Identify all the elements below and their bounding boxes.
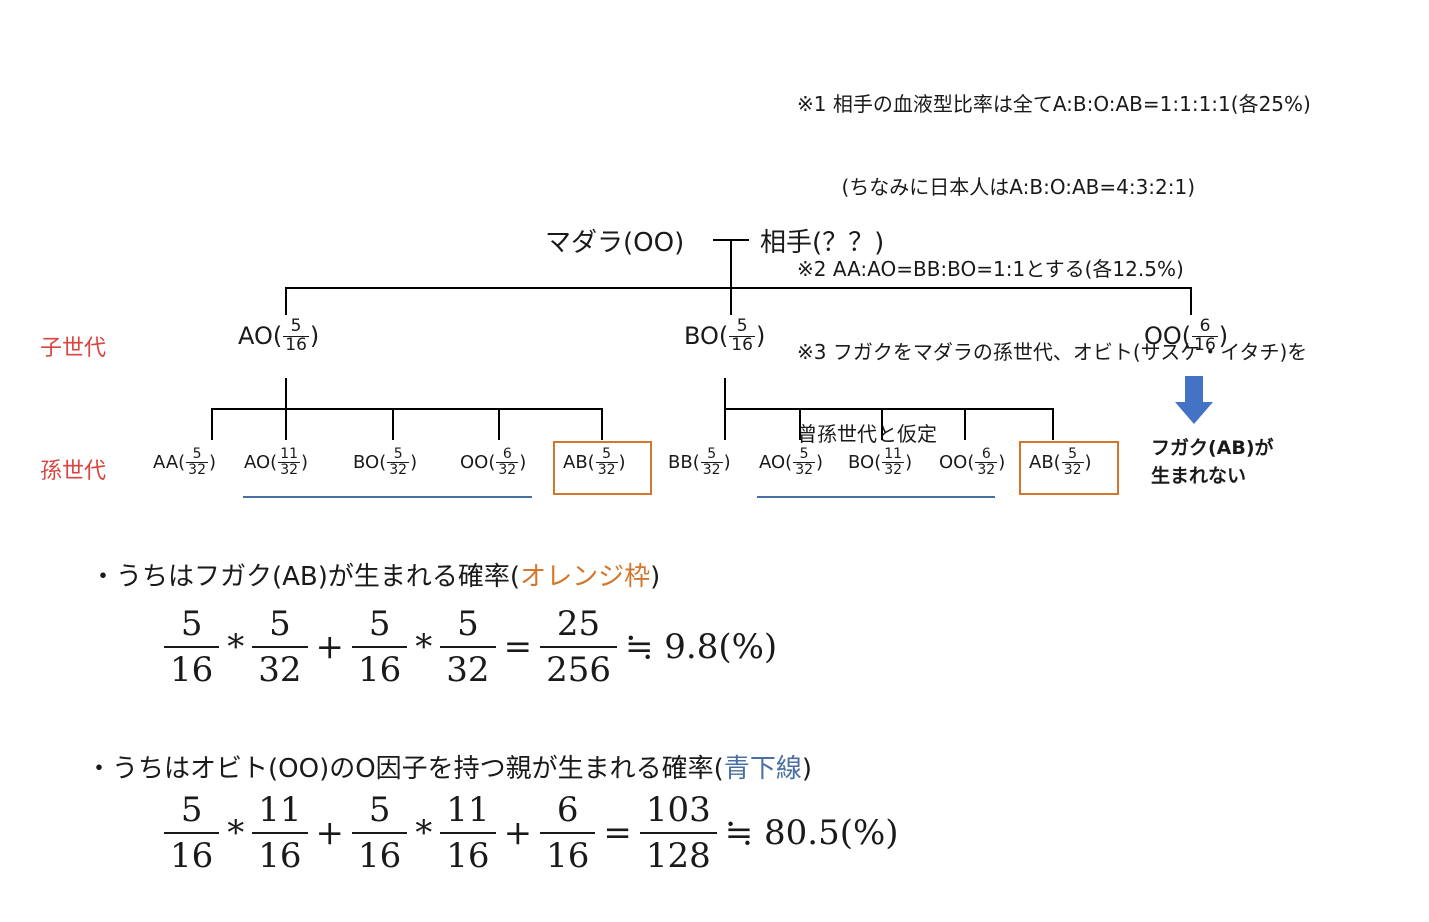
blue-underline-a	[243, 496, 532, 498]
equation-operator: =	[603, 813, 632, 854]
bullet-obito-probability: ・うちはオビト(OO)のO因子を持つ親が生まれる確率(青下線)	[86, 754, 812, 784]
label-grandchild-generation: 孫世代	[40, 459, 107, 484]
equation-operator: *	[227, 813, 245, 854]
drop-9	[964, 408, 966, 440]
bo-bar	[724, 408, 1054, 410]
fugaku-not-born-note: フガク(AB)が 生まれない	[1151, 437, 1274, 487]
footnotes: ※1 相手の血液型比率は全てA:B:O:AB=1:1:1:1(各25%) (ちな…	[797, 36, 1311, 476]
equation-operator: ≒ 80.5(%)	[724, 813, 899, 854]
root-madara: マダラ(OO)	[545, 228, 685, 258]
ao-stem	[285, 378, 287, 410]
child-drop-bo	[730, 287, 732, 315]
children-bar	[285, 287, 1192, 289]
equation-operator: *	[415, 627, 433, 668]
equation-operator: +	[315, 627, 345, 668]
note-4: ※3 フガクをマダラの孫世代、オビト(サスケ・イタチ)を	[797, 339, 1308, 364]
blue-underline-b	[757, 496, 995, 498]
equation-operator: *	[415, 813, 433, 854]
orange-frame-ab-b	[1019, 441, 1119, 495]
bullet-fugaku-probability: ・うちはフガク(AB)が生まれる確率(オレンジ枠)	[90, 562, 661, 592]
drop-7	[799, 408, 801, 440]
note-2: (ちなみに日本人はA:B:O:AB=4:3:2:1)	[797, 174, 1196, 199]
note-1: ※1 相手の血液型比率は全てA:B:O:AB=1:1:1:1(各25%)	[797, 92, 1311, 116]
equation-operator: *	[227, 627, 245, 668]
ao-bar	[211, 408, 603, 410]
couple-stem	[730, 239, 732, 289]
drop-2	[285, 408, 287, 440]
down-arrow-icon	[1175, 376, 1213, 424]
drop-5	[601, 408, 603, 440]
drop-10	[1052, 408, 1054, 440]
drop-8	[881, 408, 883, 440]
child-drop-ao	[285, 287, 287, 315]
drop-3	[392, 408, 394, 440]
label-child-generation: 子世代	[40, 336, 107, 361]
note-5: 曾孫世代と仮定	[797, 422, 937, 446]
equation-operator: =	[503, 627, 533, 668]
orange-frame-ab-a	[553, 441, 652, 495]
drop-4	[498, 408, 500, 440]
equation-operator: +	[315, 813, 345, 854]
root-partner: 相手(？？)	[760, 228, 885, 258]
note-3: ※2 AA:AO=BB:BO=1:1とする(各12.5%)	[797, 257, 1184, 281]
equation-operator: +	[503, 813, 533, 854]
child-drop-oo	[1190, 287, 1192, 315]
drop-1	[211, 408, 213, 440]
equation-operator: ≒ 9.8(%)	[624, 627, 778, 668]
